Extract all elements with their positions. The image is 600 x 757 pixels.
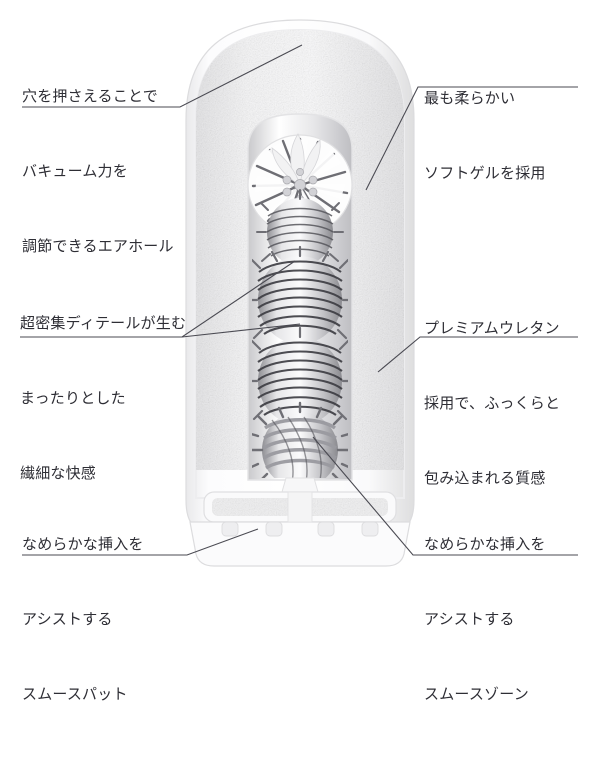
callout-smooth-zone: なめらかな挿入を アシストする スムースゾーン — [424, 482, 546, 757]
callout-soft-gel: 最も柔らかい ソフトゲルを採用 — [424, 36, 546, 236]
callout-smooth-pad: なめらかな挿入を アシストする スムースパット — [22, 482, 144, 757]
callout-line: 繊細な快感 — [20, 464, 97, 482]
leader-premium-urethane — [377, 336, 578, 373]
diagram-canvas: 穴を押さえることで バキューム力を 調節できるエアホール 最も柔らかい ソフトゲ… — [20, 19, 578, 703]
callout-line: なめらかな挿入を — [424, 535, 546, 553]
smooth-pad-base — [189, 477, 411, 567]
callout-premium-urethane: プレミアムウレタン 採用で、ふっくらと 包み込まれる質感 — [424, 266, 560, 541]
callout-line: アシストする — [22, 610, 113, 628]
callout-line: プレミアムウレタン — [424, 319, 560, 337]
leader-smooth-pad — [22, 528, 259, 556]
callout-line: 最も柔らかい — [424, 89, 516, 107]
callout-line: まったりとした — [20, 389, 126, 407]
leader-smooth-zone — [312, 436, 578, 556]
callout-line: 包み込まれる質感 — [424, 469, 546, 487]
leader-dense-detail-2 — [181, 323, 301, 338]
leader-soft-gel — [365, 86, 578, 191]
callout-line: ソフトゲルを採用 — [424, 164, 546, 182]
gel-chamber — [252, 245, 348, 354]
callout-line: なめらかな挿入を — [22, 535, 144, 553]
gel-chamber — [252, 401, 348, 478]
leader-lines — [20, 44, 578, 556]
callout-line: アシストする — [424, 610, 515, 628]
callout-line: 採用で、ふっくらと — [424, 394, 561, 412]
gel-chamber-stack — [252, 189, 348, 478]
callout-line: 調節できるエアホール — [22, 237, 174, 255]
callout-line: スムースパット — [22, 685, 128, 703]
callout-line: 超密集ディテールが生む — [20, 314, 187, 332]
callout-air-hole: 穴を押さえることで バキューム力を 調節できるエアホール — [22, 34, 174, 309]
callout-dense-detail: 超密集ディテールが生む まったりとした 繊細な快感 — [20, 261, 186, 536]
callout-line: スムースゾーン — [424, 685, 529, 703]
product-illustration — [185, 19, 415, 567]
callout-line: バキューム力を — [22, 162, 128, 180]
callout-line: 穴を押さえることで — [22, 87, 158, 105]
leader-air-hole — [22, 44, 303, 108]
